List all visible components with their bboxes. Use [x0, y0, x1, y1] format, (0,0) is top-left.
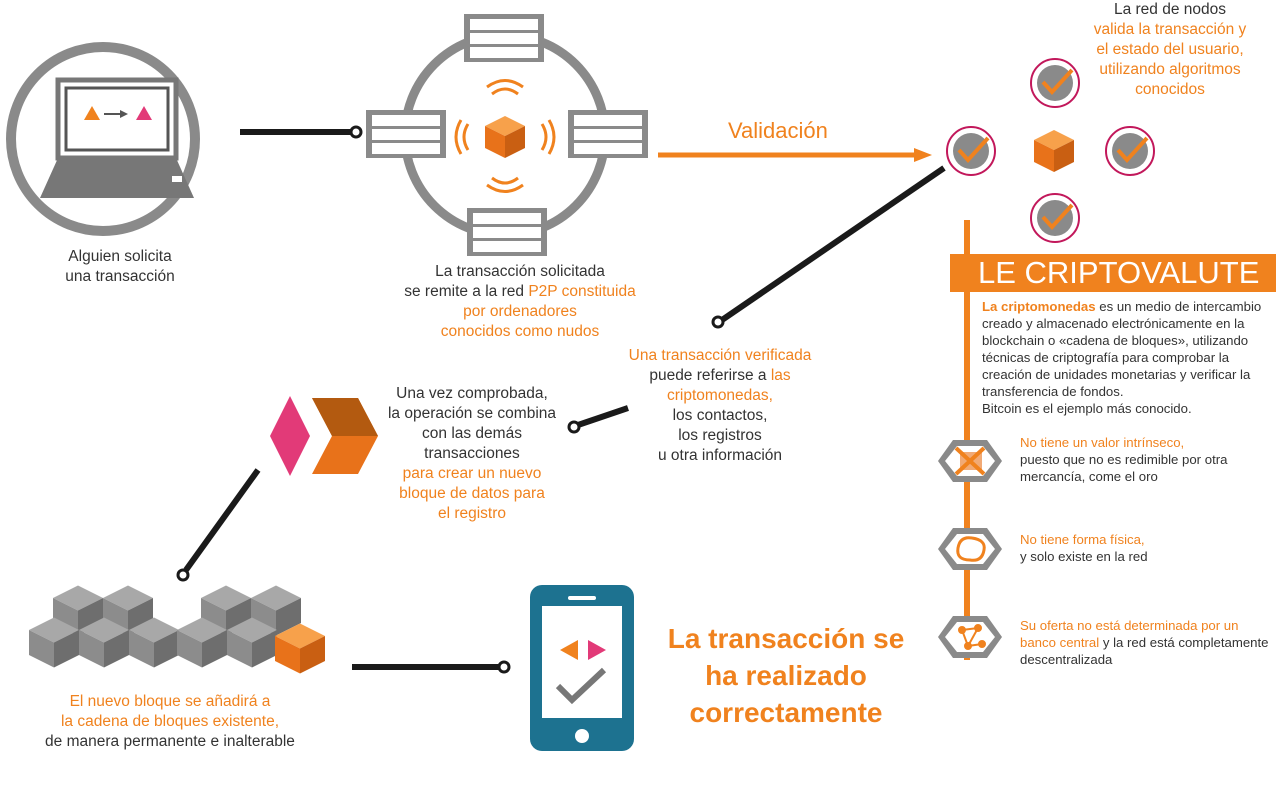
validation-label: Validación	[728, 118, 828, 143]
server-left-icon	[366, 110, 446, 158]
connector-1	[240, 125, 363, 139]
signal-waves-icon	[454, 79, 556, 193]
chain-cube-6	[129, 617, 179, 668]
check-node-top-icon	[1030, 58, 1080, 108]
crypto-desc-example: Bitcoin es el ejemplo más conocido.	[982, 401, 1192, 416]
crypto-title: LE CRIPTOVALUTE	[950, 254, 1276, 292]
nodes-cluster	[946, 58, 1155, 243]
check-node-bottom-icon	[1030, 193, 1080, 243]
chain-cube-7	[177, 617, 227, 668]
connector-4	[176, 468, 261, 582]
combine-icon	[270, 396, 378, 476]
crypto-description: La criptomonedas es un medio de intercam…	[982, 298, 1274, 417]
step-combine-text: Una vez comprobada, la operación se comb…	[387, 385, 557, 522]
p2p-network-icon	[366, 14, 648, 256]
step-chain-text: El nuevo bloque se añadirá a la cadena d…	[45, 693, 295, 750]
step-request-text: Alguien solicita una transacción	[65, 248, 175, 285]
crypto-desc-bold: La criptomonedas	[982, 299, 1096, 314]
check-node-left-icon	[946, 126, 996, 176]
feature-decentralized: Su oferta no está determinada por un ban…	[1020, 618, 1269, 667]
laptop-icon	[6, 42, 200, 236]
connector-3	[567, 405, 629, 434]
connector-2	[711, 165, 946, 329]
blockchain-icon	[29, 585, 325, 674]
step-verified-text: Una transacción verificada puede referir…	[628, 347, 812, 464]
server-bottom-icon	[467, 208, 547, 256]
network-icon	[938, 616, 1002, 658]
validation-arrow	[658, 148, 932, 162]
feature-intrinsic: No tiene un valor intrínseco, puesto que…	[1020, 435, 1228, 484]
server-right-icon	[568, 110, 648, 158]
success-message: La transacción se ha realizado correctam…	[667, 623, 905, 728]
step-p2p-text: La transacción solicitada se remite a la…	[404, 263, 636, 340]
blob-shape-icon	[938, 528, 1002, 570]
server-top-icon	[464, 14, 544, 62]
chain-cube-5	[79, 617, 129, 668]
center-cube-icon	[1034, 130, 1074, 172]
check-node-right-icon	[1105, 126, 1155, 176]
new-block-cube	[275, 623, 325, 674]
crypto-desc-rest: es un medio de intercambio creado y alma…	[982, 299, 1262, 399]
feature-physical: No tiene forma física, y solo existe en …	[1020, 532, 1148, 564]
connector-5	[352, 660, 511, 674]
no-gold-icon	[938, 440, 1002, 482]
chain-cube-4	[29, 617, 79, 668]
chain-cube-8	[227, 617, 277, 668]
step-nodes-text: La red de nodos valida la transacción y …	[1093, 1, 1247, 98]
cube-icon	[485, 116, 525, 158]
phone-icon	[530, 585, 634, 751]
